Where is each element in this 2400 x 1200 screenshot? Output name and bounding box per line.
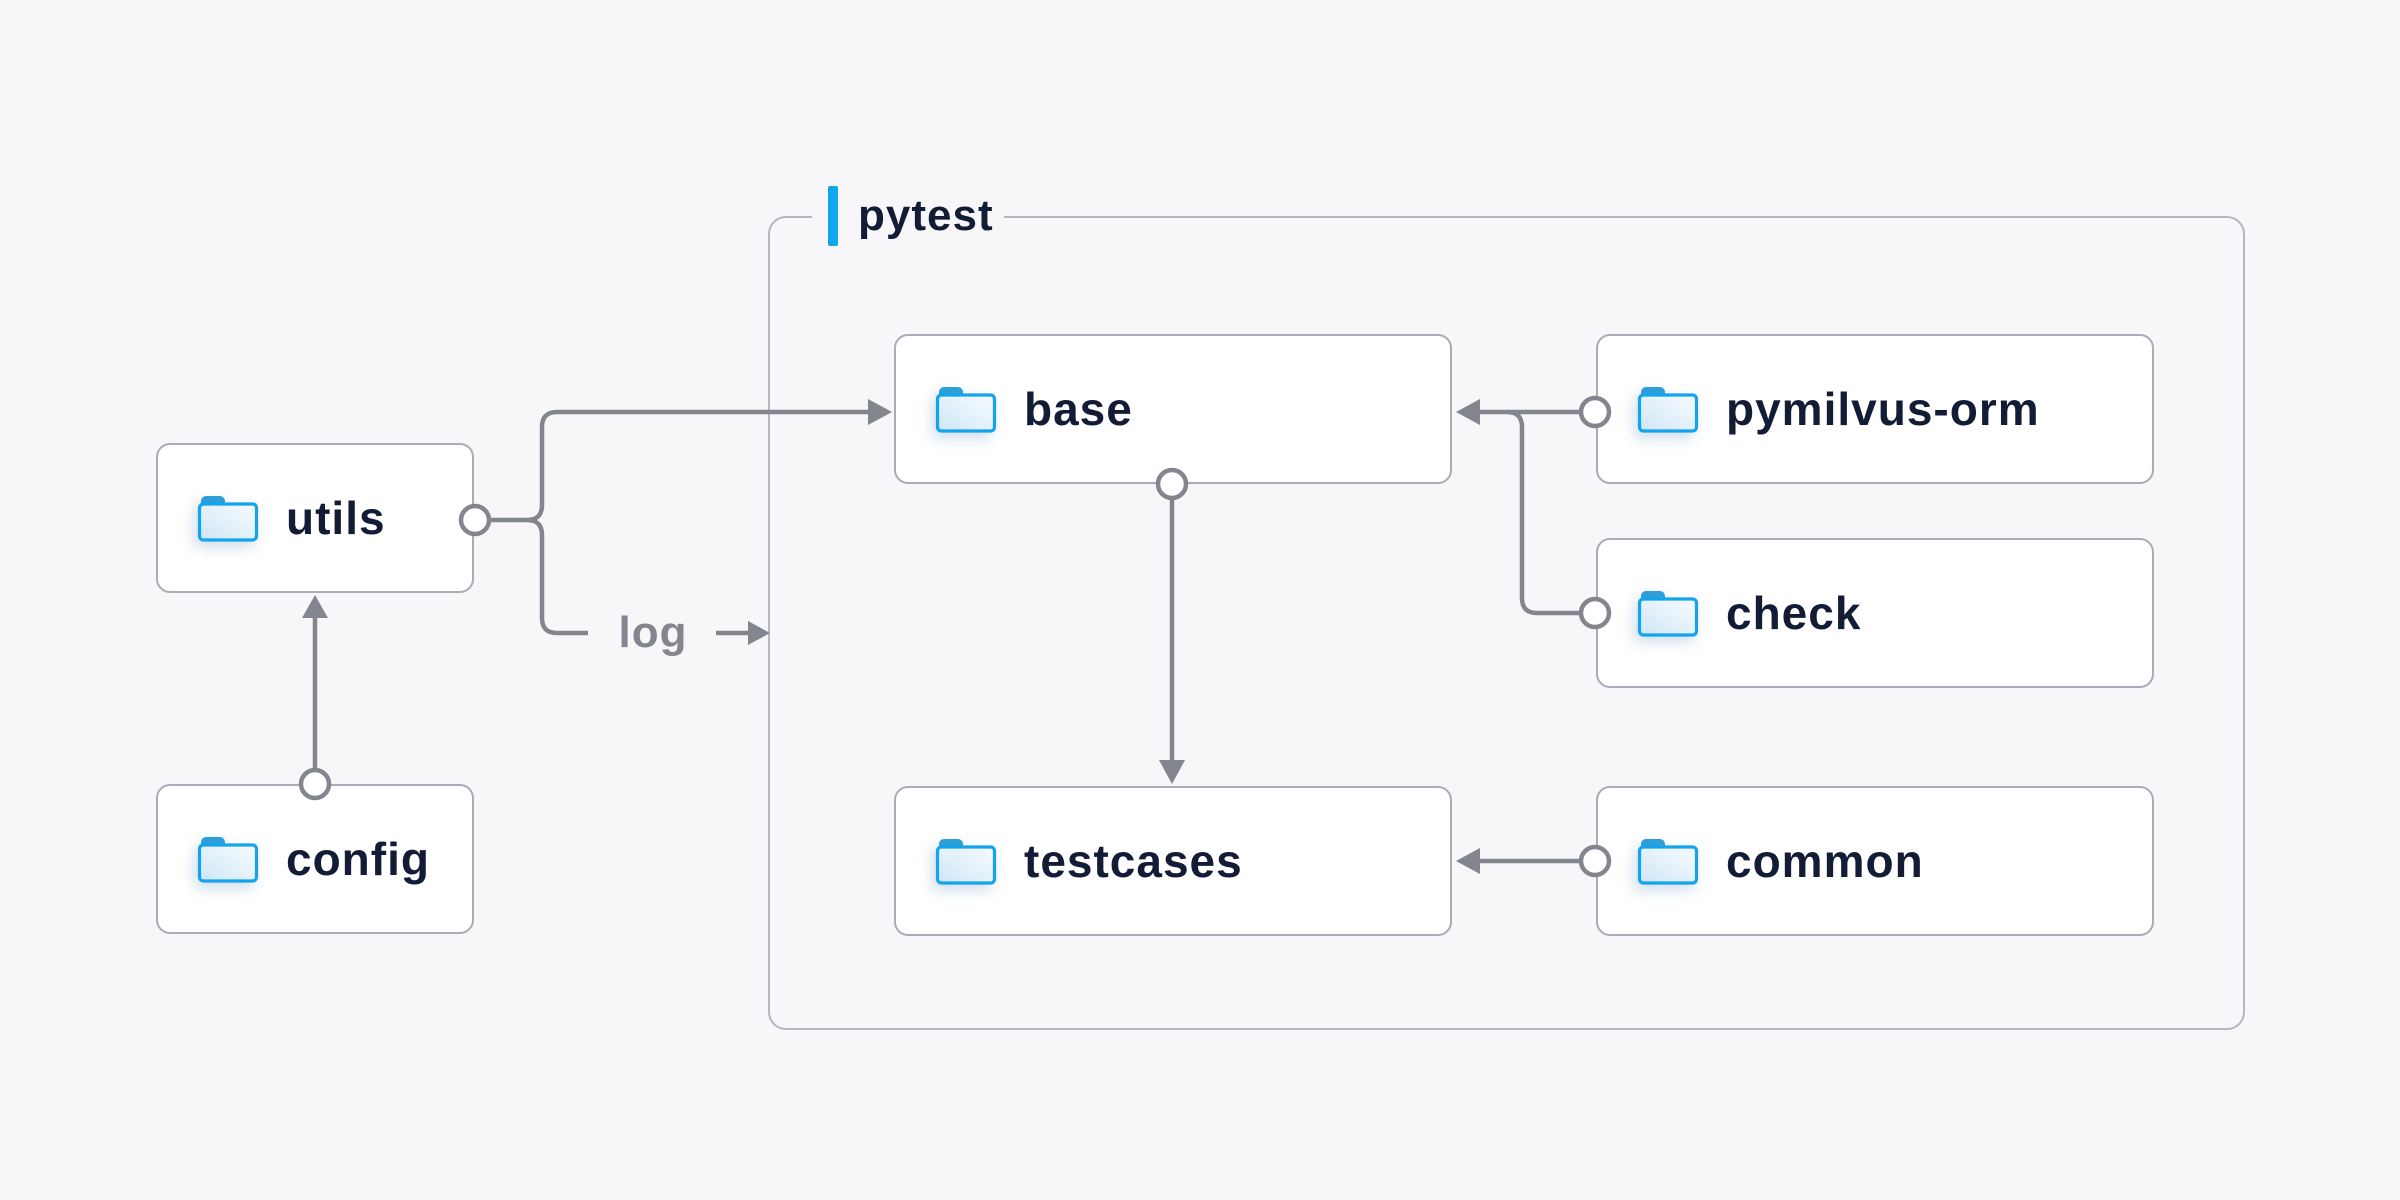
node-label: config xyxy=(286,833,430,885)
node-common: common xyxy=(1596,786,2154,936)
folder-icon xyxy=(935,839,997,885)
folder-icon xyxy=(1637,591,1699,637)
arrowhead-into-pytest xyxy=(748,621,770,645)
folder-icon xyxy=(197,837,259,883)
pytest-container-title: pytest xyxy=(858,191,994,240)
node-config: config xyxy=(156,784,474,934)
node-testcases: testcases xyxy=(894,786,1452,936)
folder-icon xyxy=(1637,387,1699,433)
node-label: base xyxy=(1024,383,1133,435)
edge-utils-log xyxy=(526,517,588,636)
folder-icon xyxy=(1637,839,1699,885)
pytest-container-label: pytest xyxy=(812,184,1004,248)
node-utils: utils xyxy=(156,443,474,593)
node-base: base xyxy=(894,334,1452,484)
node-label: pymilvus-orm xyxy=(1726,383,2040,435)
node-label: testcases xyxy=(1024,835,1243,887)
folder-icon xyxy=(197,496,259,542)
node-label: check xyxy=(1726,587,1862,639)
node-pymilvus-orm: pymilvus-orm xyxy=(1596,334,2154,484)
accent-bar xyxy=(828,186,838,246)
node-label: utils xyxy=(286,492,386,544)
node-label: common xyxy=(1726,835,1924,887)
edge-label-log: log xyxy=(618,608,688,657)
node-check: check xyxy=(1596,538,2154,688)
arrowhead-into-utils xyxy=(302,595,328,618)
folder-icon xyxy=(935,387,997,433)
